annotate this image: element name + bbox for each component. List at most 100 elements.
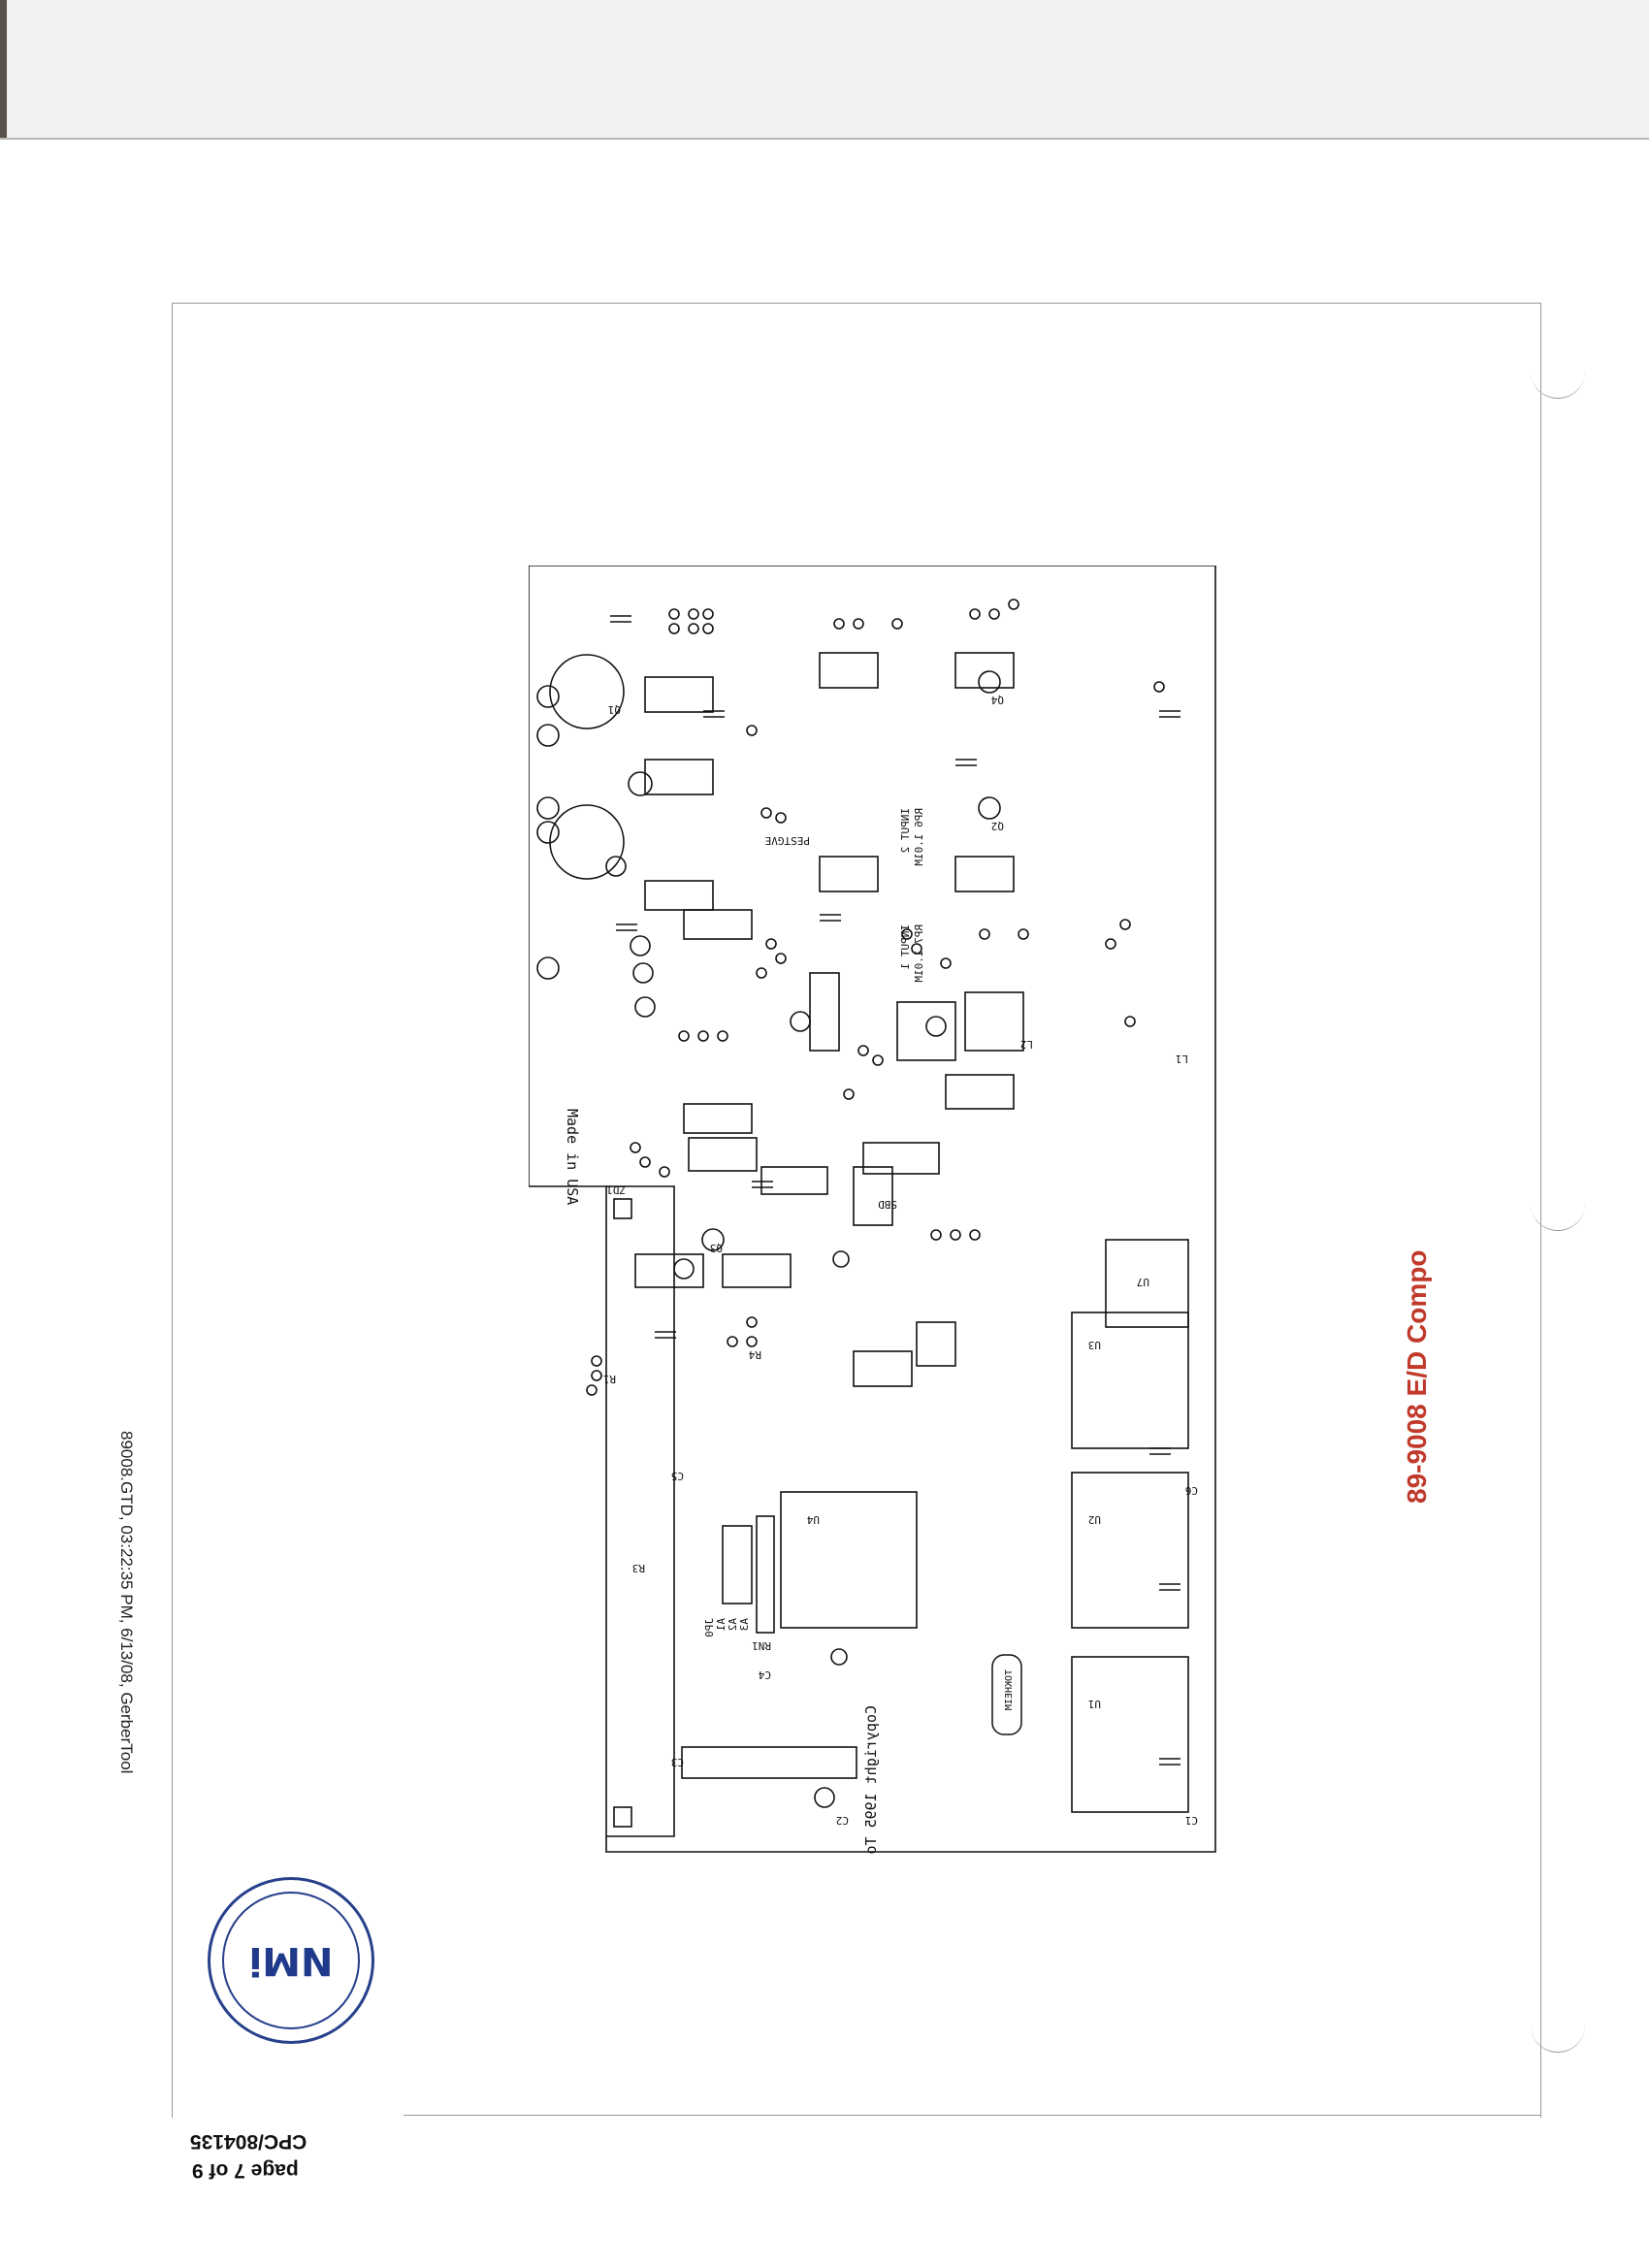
silk-label: Q4 [990,694,1004,706]
silk-label: U3 [1088,1339,1101,1351]
cap-electrolytic [549,804,625,880]
silk-label: C5 [671,1470,684,1482]
cap-electrolytic [814,1787,835,1808]
chip-dip [644,676,714,713]
seal-text: NMi [248,1938,334,1983]
edge-connector [606,1185,675,1837]
chip-dip [644,880,714,911]
silk-jumper: A3 [738,1618,751,1631]
footer-page-label: page 7 of 9 [192,2159,299,2182]
transistor [978,670,1001,694]
chip-dip [760,1166,828,1195]
silk-jumper: JP0 [703,1618,716,1637]
transistor [536,821,560,844]
transistor [632,962,654,984]
cap-electrolytic [628,771,653,796]
seal-inner-ring [222,1892,360,2029]
cap-electrolytic [549,654,625,729]
chip-long [681,1746,857,1779]
chip-dip [722,1253,792,1288]
board-outline [529,566,1216,1853]
silk-label: Q1 [608,703,621,716]
jumper-block [722,1525,753,1604]
silk-label: R1 [603,1373,616,1385]
tokheim-logo [991,1654,1022,1735]
binder-notch [1531,2023,1585,2053]
connector-pin [613,1198,632,1219]
silk-input2: INPUT 2 [899,808,912,853]
chip-dip [819,652,879,689]
silk-logo-text: TOKHEIM [1004,1669,1015,1710]
silk-label: L1 [1176,1053,1188,1065]
cap-electrolytic [605,856,627,877]
handwritten-title: 89-9008 E/D Compo [1402,1249,1432,1504]
chip-dip [819,856,879,892]
resistor-network-RN1 [756,1515,775,1634]
cap-electrolytic [925,1016,947,1037]
silk-label: Q2 [991,820,1004,832]
chip-dip [634,1253,704,1288]
chip-dip [862,1142,940,1175]
silk-label: PESTGVE [765,834,810,847]
silk-label: U7 [1137,1276,1149,1288]
chip-U5 [1105,1239,1189,1328]
chip-dip [964,991,1024,1052]
chip-U1 [1071,1656,1189,1813]
chip-dip [683,1103,753,1134]
pcb-silkscreen-drawing: Made in USA Copyright 1995 Tokheim Corpo… [529,566,1216,1856]
binder-notch [1531,369,1585,399]
chip-dip [954,856,1015,892]
silk-jumper: A1 [715,1618,728,1631]
drawing-frame-bottom [404,2115,1540,2116]
chip-dip [853,1350,913,1387]
silk-label: C3 [671,1756,684,1768]
silk-input2-sub: RP6 1.01M [913,808,925,866]
scan-edge [0,0,7,138]
scan-top-strip [0,0,1649,140]
chip-dip [683,909,753,940]
chip-U4 [780,1491,918,1629]
silk-label: U2 [1088,1513,1101,1526]
transistor [978,796,1001,820]
silk-label: U1 [1088,1698,1101,1710]
transistor [634,996,656,1018]
chip-U3 [1071,1312,1189,1449]
chip-dip [853,1166,893,1226]
bypass-caps [610,615,1180,1766]
chip-dip [809,972,840,1052]
chip-dip [945,1074,1015,1110]
transistor [536,685,560,708]
gerber-side-stamp: 89008.GTD, 03:22:35 PM, 6/13/08, GerberT… [117,1431,136,1774]
silk-label: L2 [1020,1038,1033,1051]
chip-dip [954,652,1015,689]
cap-electrolytic [830,1648,848,1666]
connector-pin [613,1806,632,1828]
footer-doc-code: CPC/804135 [190,2130,307,2153]
silk-label: R4 [748,1348,761,1361]
binder-notch [1531,1201,1585,1231]
resistor-pads [586,599,1165,1396]
transistor [536,724,560,747]
chip-dip [896,1001,956,1061]
silk-input1: INPUT 1 [899,924,912,969]
transistor [701,1228,725,1251]
silk-jumper: A2 [727,1618,739,1631]
silk-label: C2 [836,1814,849,1827]
silk-label: SBD [878,1198,897,1211]
cap-electrolytic [630,935,651,956]
chip-dip [688,1137,758,1172]
silk-label: ZD1 [606,1183,626,1196]
silk-label: RN1 [752,1639,771,1652]
silk-label: U4 [806,1513,820,1526]
chip-U2 [1071,1472,1189,1629]
silk-label: Q3 [710,1242,723,1254]
chip-dip [916,1321,956,1367]
silk-label: C4 [758,1669,771,1681]
transistor [536,956,560,980]
transistor [536,796,560,820]
nmi-seal-stamp: NMi [208,1877,374,2044]
transistor [673,1258,695,1280]
silk-label: C1 [1185,1814,1198,1827]
cap-electrolytic [832,1250,850,1268]
silk-copyright: Copyright 1995 Tokheim Corporation [862,1705,880,1856]
